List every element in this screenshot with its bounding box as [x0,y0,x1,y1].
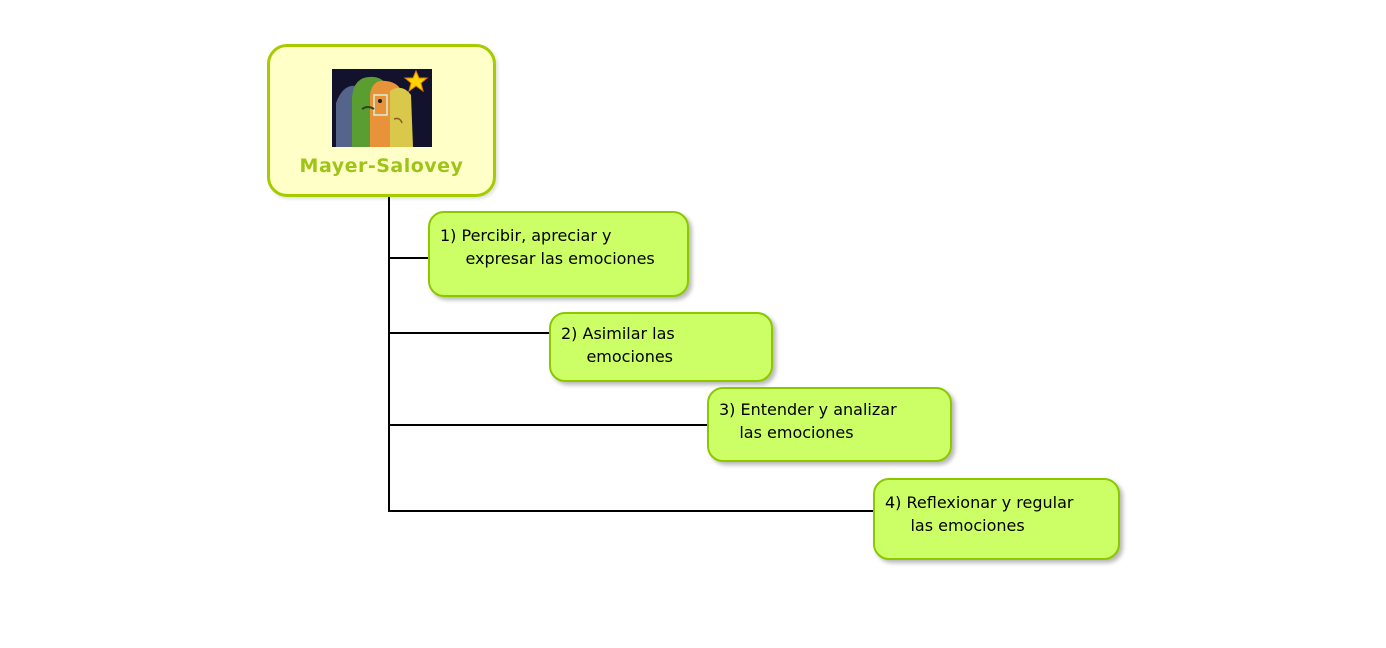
connector-vertical-line [388,196,390,512]
abstract-faces-image [331,69,432,147]
node-label: 1) Percibir, apreciar y expresar las emo… [440,226,655,268]
connector-branch-1 [388,257,428,259]
root-node-label: Mayer-Salovey [299,155,464,177]
node-label: 3) Entender y analizar las emociones [719,400,897,442]
root-node-mayer-salovey: Mayer-Salovey [267,44,496,197]
node-entender-analizar: 3) Entender y analizar las emociones [707,387,952,462]
node-reflexionar-regular: 4) Reflexionar y regular las emociones [873,478,1120,560]
node-asimilar: 2) Asimilar las emociones [549,312,773,382]
node-percibir-apreciar-expresar: 1) Percibir, apreciar y expresar las emo… [428,211,689,297]
connector-branch-4 [388,510,873,512]
node-label: 2) Asimilar las emociones [561,324,675,366]
node-label: 4) Reflexionar y regular las emociones [885,493,1074,535]
connector-branch-3 [388,424,707,426]
connector-branch-2 [388,332,549,334]
